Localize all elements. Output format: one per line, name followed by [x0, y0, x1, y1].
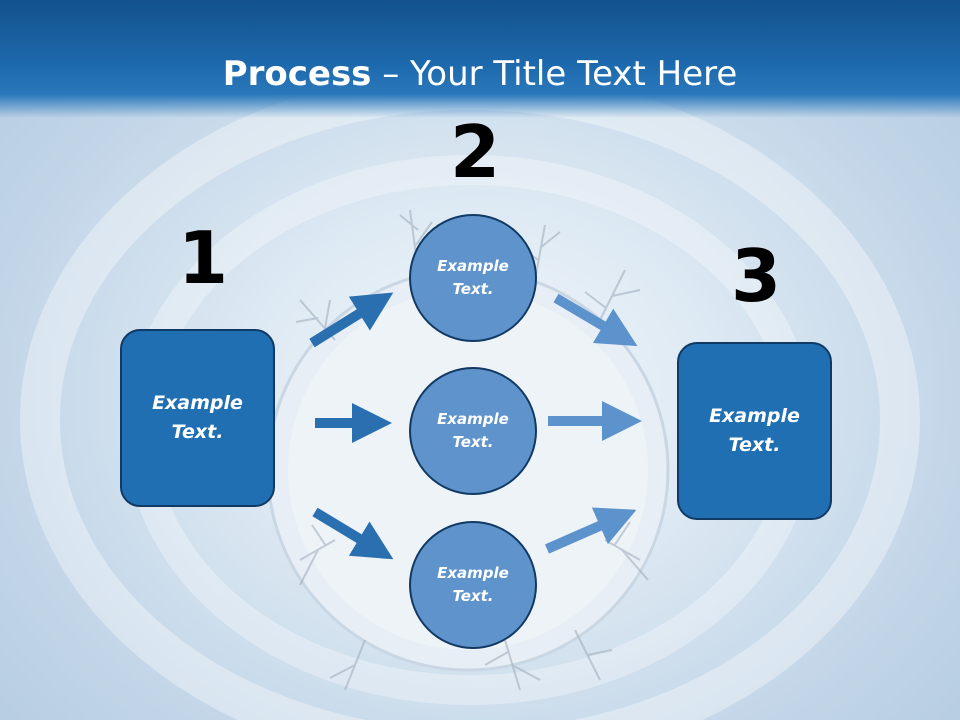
circle-top-line-1: Example [437, 257, 509, 275]
right-box-line-1: Example [709, 405, 800, 427]
title-rest: – Your Title Text Here [371, 54, 738, 94]
circle-top[interactable]: Example Text. [409, 214, 537, 342]
right-text-box[interactable]: Example Text. [677, 342, 832, 520]
arrow-from-circle-top [553, 293, 638, 347]
arrow-to-circle-bottom [312, 507, 394, 560]
circle-top-line-2: Text. [452, 280, 494, 298]
arrow-from-circle-bottom [544, 507, 637, 554]
circle-middle-line-2: Text. [452, 433, 494, 451]
step-number-2: 2 [450, 110, 501, 194]
left-text-box[interactable]: Example Text. [120, 329, 275, 507]
title-bold: Process [222, 54, 372, 94]
step-number-1: 1 [178, 216, 229, 300]
step-number-3: 3 [731, 234, 782, 318]
left-box-line-2: Text. [171, 421, 224, 443]
arrow-to-circle-top [309, 292, 394, 348]
circle-bottom-line-2: Text. [452, 587, 494, 605]
circle-middle-line-1: Example [437, 410, 509, 428]
right-box-line-2: Text. [728, 434, 781, 456]
circle-bottom-line-1: Example [437, 564, 509, 582]
circle-middle[interactable]: Example Text. [409, 367, 537, 495]
left-box-line-1: Example [152, 392, 243, 414]
circle-bottom[interactable]: Example Text. [409, 521, 537, 649]
slide-title: Process – Your Title Text Here [0, 52, 960, 96]
title-bar [0, 0, 960, 118]
